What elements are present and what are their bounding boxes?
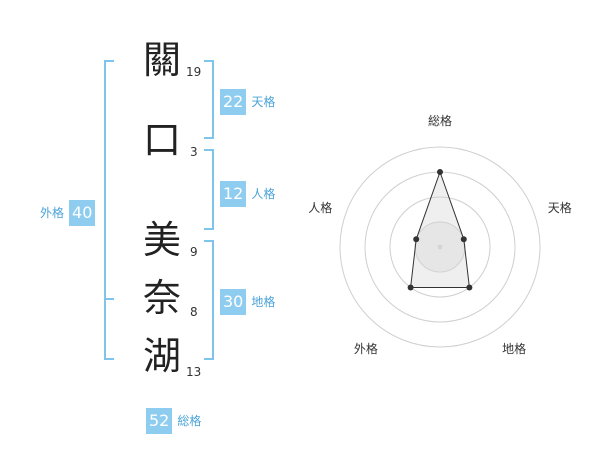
stroke-count-4: 8 (190, 305, 198, 319)
chikaku-score: 30 地格 (220, 289, 275, 315)
soukaku-score: 52 総格 (146, 408, 201, 434)
radar-ring-4 (339, 146, 541, 348)
gaikaku-bracket-divider (104, 298, 114, 300)
chikaku-label: 地格 (251, 295, 276, 309)
tenkaku-bracket (204, 60, 214, 139)
gaikaku-label: 外格 (40, 206, 65, 220)
jinkaku-bracket (204, 149, 214, 230)
radar-axis-label-1: 総格 (428, 113, 452, 128)
chikaku-value: 30 (220, 289, 247, 315)
name-char-4: 奈 (142, 276, 181, 320)
tenkaku-value: 22 (220, 89, 247, 115)
name-char-5: 湖 (142, 334, 181, 378)
radar-ring-2 (389, 196, 491, 298)
tenkaku-label: 天格 (251, 95, 276, 109)
jinkaku-score: 12 人格 (220, 181, 275, 207)
soukaku-label: 総格 (177, 414, 202, 428)
radar-point-5 (413, 236, 420, 243)
stroke-count-5: 13 (186, 365, 202, 379)
gaikaku-score: 40 外格 (40, 200, 96, 226)
radar-axis-label-4: 外格 (354, 341, 378, 356)
stroke-count-1: 19 (186, 65, 202, 79)
radar-axis-label-3: 地格 (502, 341, 526, 356)
jinkaku-label: 人格 (251, 187, 276, 201)
radar-point-1 (437, 169, 443, 175)
stroke-count-2: 3 (190, 145, 198, 159)
gaikaku-bracket (104, 60, 114, 360)
stroke-count-3: 9 (190, 245, 198, 259)
name-char-2: 口 (142, 118, 181, 162)
radar-points (407, 169, 473, 291)
radar-axis-label-2: 天格 (548, 200, 572, 215)
radar-shape (410, 170, 470, 288)
name-char-1: 關 (142, 38, 181, 82)
name-char-3: 美 (142, 218, 181, 262)
soukaku-value: 52 (146, 408, 173, 434)
radar-point-2 (460, 236, 467, 243)
radar-point-4 (407, 284, 414, 291)
tenkaku-score: 22 天格 (220, 89, 275, 115)
radar-point-3 (466, 284, 473, 291)
radar-axis-label-5: 人格 (308, 200, 332, 215)
chikaku-bracket (204, 240, 214, 360)
jinkaku-value: 12 (220, 181, 247, 207)
gaikaku-value: 40 (69, 200, 96, 226)
radar-polygon (410, 170, 470, 288)
radar-center (437, 244, 443, 250)
